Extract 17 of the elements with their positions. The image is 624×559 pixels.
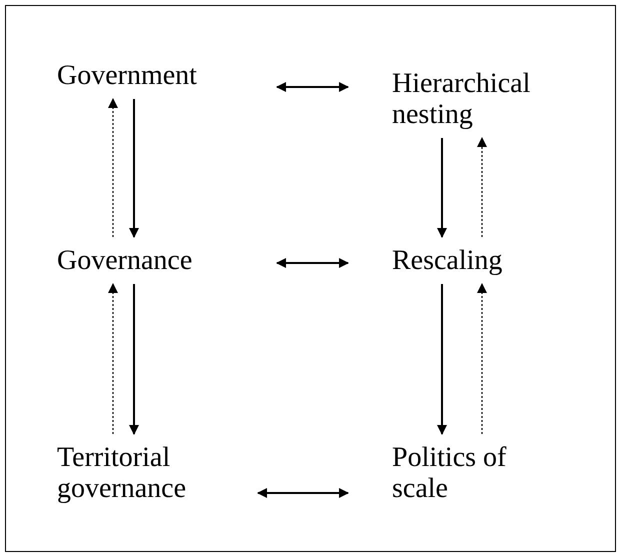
dotted-arrow — [108, 283, 118, 434]
arrow — [129, 99, 139, 238]
arrow — [129, 284, 139, 435]
node-label: Government — [57, 60, 269, 91]
dotted-arrow — [477, 137, 487, 237]
node-label: Rescaling — [356, 245, 542, 276]
node-label: Politics of scale — [356, 442, 542, 504]
node-label: Governance — [57, 245, 269, 276]
dotted-arrow — [108, 98, 118, 237]
arrow — [437, 138, 447, 238]
node-label: Hierarchical nesting — [356, 68, 542, 130]
double-headed-arrow — [276, 82, 349, 92]
double-headed-arrow — [257, 488, 349, 498]
dotted-arrow — [477, 283, 487, 434]
node-label: Territorial governance — [57, 442, 269, 504]
arrow — [437, 284, 447, 435]
double-headed-arrow — [276, 258, 349, 268]
